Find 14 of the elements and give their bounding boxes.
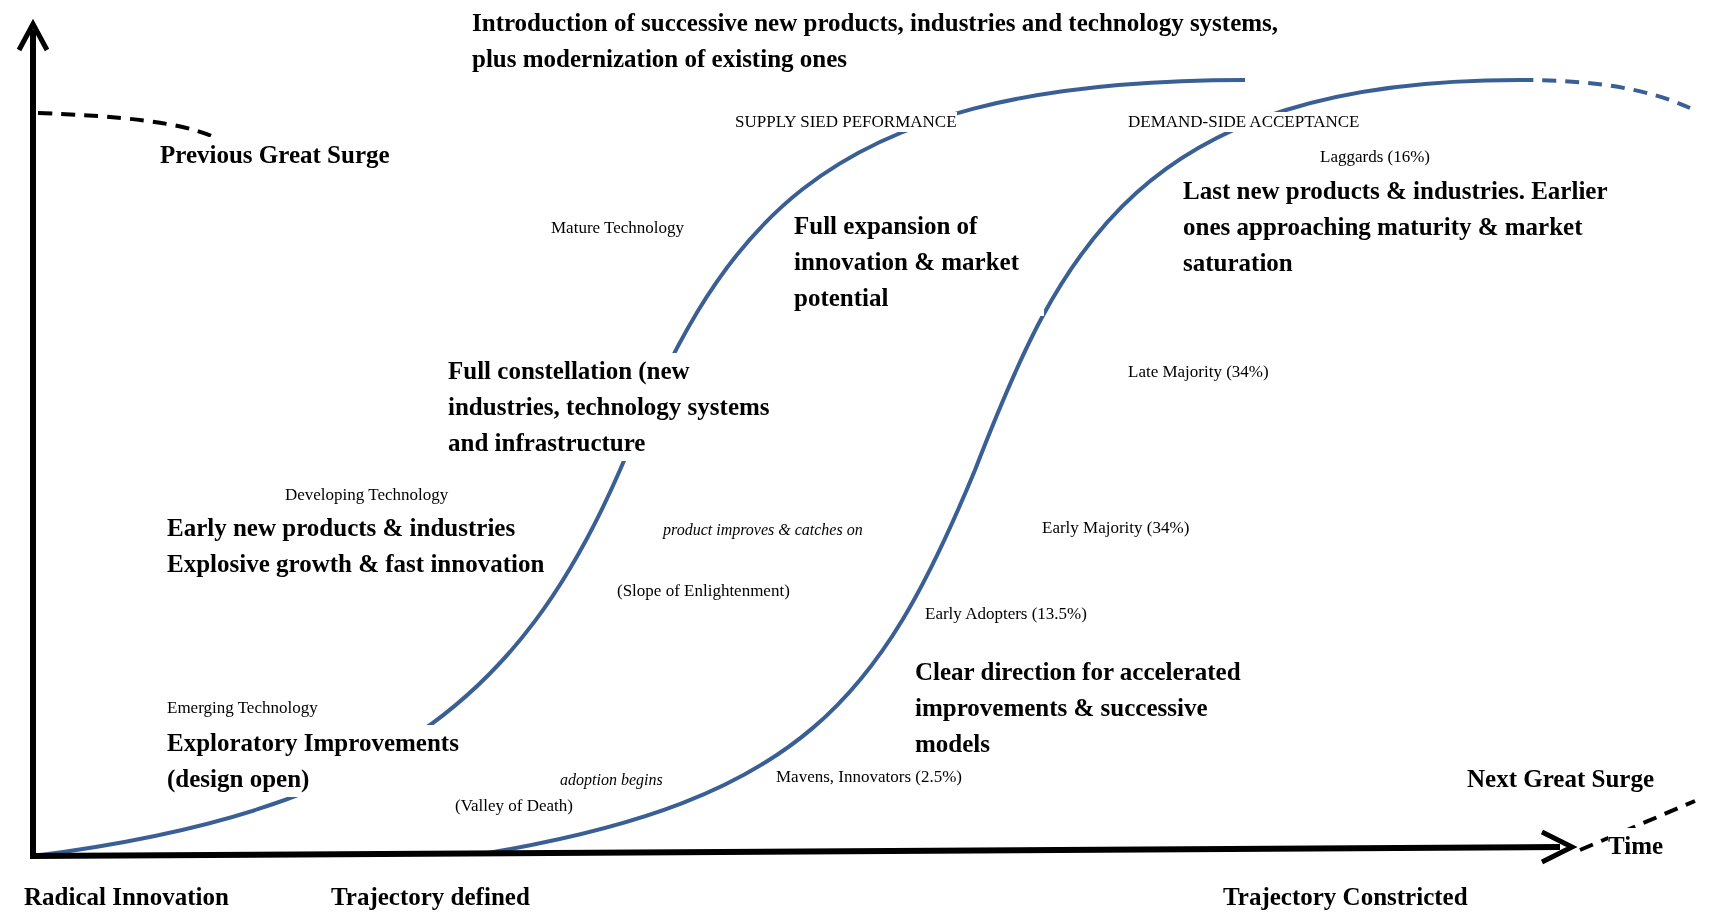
axis-label: SUPPLY SIED PEFORMANCE xyxy=(735,112,957,132)
label: Laggards (16%) xyxy=(1320,147,1430,167)
label: Late Majority (34%) xyxy=(1128,362,1269,382)
label: Emerging Technology xyxy=(167,698,318,718)
label: Mavens, Innovators (2.5%) xyxy=(776,767,962,787)
axis-label: DEMAND-SIDE ACCEPTANCE xyxy=(1128,112,1360,132)
label: Mature Technology xyxy=(551,218,685,238)
label: Early Majority (34%) xyxy=(1042,518,1190,538)
annotation: adoption begins xyxy=(560,770,663,790)
label: (Valley of Death) xyxy=(455,796,573,816)
label: Developing Technology xyxy=(285,485,449,505)
annotation: product improves & catches on xyxy=(663,520,863,540)
label: Early Adopters (13.5%) xyxy=(925,604,1087,624)
label: (Slope of Enlightenment) xyxy=(617,581,790,601)
